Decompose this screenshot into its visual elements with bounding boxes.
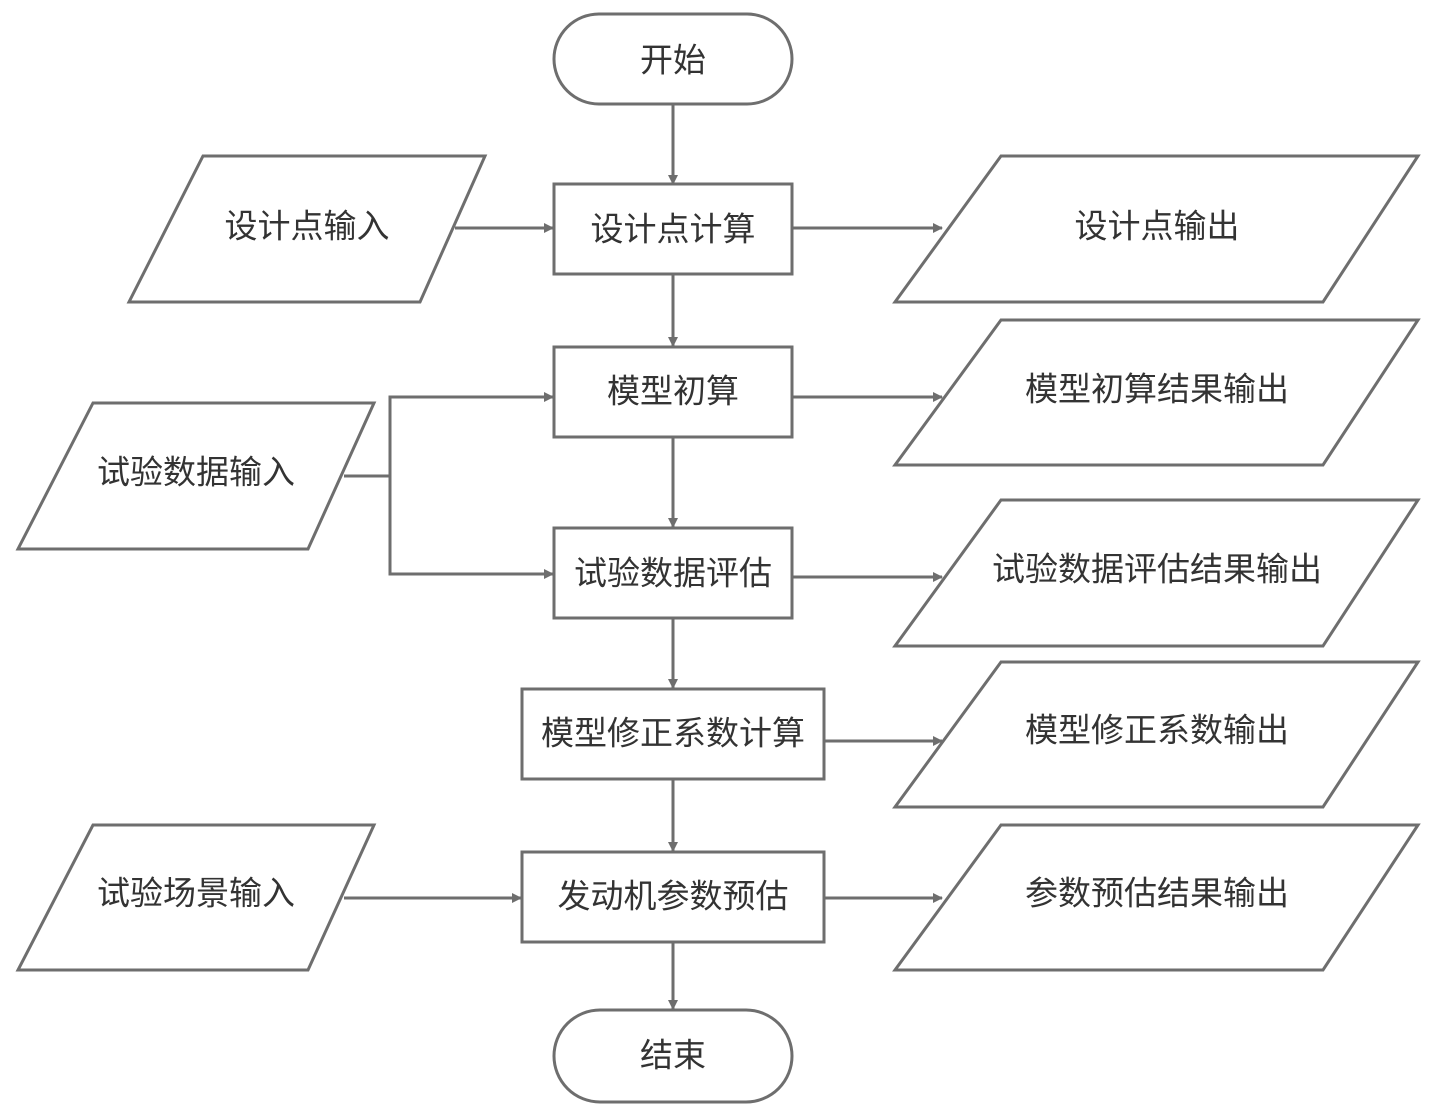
- node-model-correction-output: 模型修正系数输出: [892, 660, 1421, 809]
- node-design-point-calc: 设计点计算: [552, 182, 794, 276]
- node-design-point-output: 设计点输出: [892, 154, 1421, 304]
- node-test-data-input: 试验数据输入: [15, 401, 377, 551]
- node-design-point-input: 设计点输入: [126, 154, 488, 304]
- node-test-data-eval: 试验数据评估: [552, 526, 794, 620]
- node-model-initial-calc: 模型初算: [552, 345, 794, 439]
- node-test-data-eval-output-label: 试验数据评估结果输出: [992, 550, 1322, 589]
- node-test-scenario-input-label: 试验场景输入: [97, 874, 295, 913]
- node-param-estimate-output-label: 参数预估结果输出: [1025, 874, 1289, 913]
- connectors: [344, 105, 943, 1010]
- node-param-estimate-output: 参数预估结果输出: [892, 823, 1421, 972]
- node-test-data-input-label: 试验数据输入: [97, 453, 295, 492]
- node-start-label: 开始: [640, 41, 706, 80]
- node-end-label: 结束: [640, 1036, 706, 1075]
- node-model-initial-calc-label: 模型初算: [607, 372, 739, 411]
- node-design-point-calc-label: 设计点计算: [591, 210, 756, 249]
- node-model-initial-output-label: 模型初算结果输出: [1025, 370, 1289, 409]
- node-start: 开始: [552, 12, 794, 106]
- node-model-initial-output: 模型初算结果输出: [892, 318, 1421, 467]
- node-end: 结束: [552, 1008, 794, 1104]
- edge-test-input-to-test-eval: [388, 476, 554, 579]
- edge-test-input-to-model-initial: [344, 392, 554, 478]
- node-engine-param-estimate: 发动机参数预估: [520, 850, 826, 944]
- node-test-data-eval-output: 试验数据评估结果输出: [892, 498, 1421, 648]
- node-test-data-eval-label: 试验数据评估: [574, 554, 772, 593]
- node-model-correction-calc: 模型修正系数计算: [520, 687, 826, 781]
- node-design-point-input-label: 设计点输入: [225, 207, 390, 246]
- node-model-correction-calc-label: 模型修正系数计算: [541, 714, 805, 753]
- node-model-correction-output-label: 模型修正系数输出: [1025, 711, 1289, 750]
- node-test-scenario-input: 试验场景输入: [15, 823, 377, 972]
- node-design-point-output-label: 设计点输出: [1075, 207, 1240, 246]
- node-engine-param-estimate-label: 发动机参数预估: [558, 877, 789, 916]
